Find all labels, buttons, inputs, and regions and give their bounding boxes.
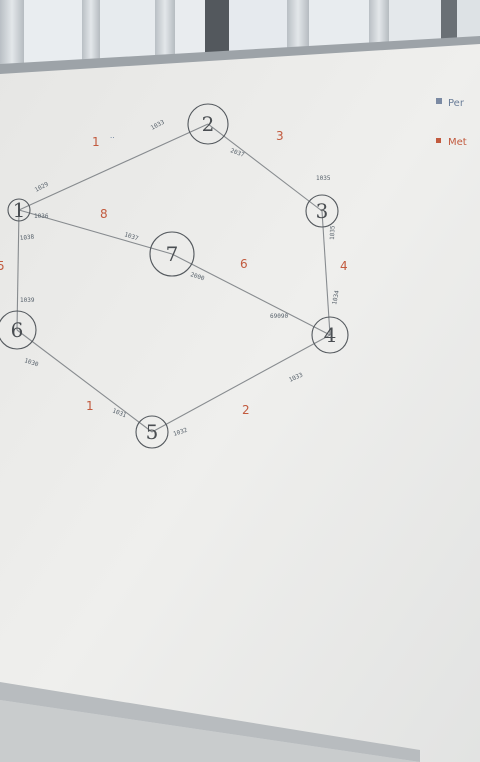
edge-5-4 — [151, 334, 331, 433]
edge-2-3 — [207, 123, 323, 212]
node-label-6: 6 — [11, 318, 24, 342]
node-4: 4 — [311, 316, 349, 354]
node-label-3: 3 — [316, 199, 329, 223]
graph-edges — [16, 123, 331, 433]
stray-mark: ·· — [110, 134, 114, 142]
port-label-1-6-1: 1039 — [20, 297, 35, 304]
node-7: 7 — [149, 231, 195, 277]
port-label-2-3-0: 2037 — [229, 147, 245, 159]
port-label-1-7-0: 1036 — [34, 213, 49, 220]
edge-weight-1-6: 5 — [0, 259, 5, 273]
edge-3-4 — [321, 210, 331, 336]
legend-swatch-blue — [436, 98, 442, 104]
port-label-1-6-0: 1038 — [19, 233, 34, 242]
edge-1-7 — [18, 209, 173, 255]
node-circle-6 — [0, 310, 37, 350]
port-label-3-4-0: 1035 — [329, 225, 337, 240]
edge-weight-2-3: 3 — [276, 129, 284, 143]
node-label-4: 4 — [324, 323, 337, 347]
edge-1-6 — [16, 209, 20, 331]
port-label-2-3-1: 1035 — [316, 175, 331, 182]
node-circle-3 — [305, 194, 339, 228]
edge-7-4 — [171, 253, 331, 336]
board-frame-top — [0, 36, 480, 76]
legend-item-per: Per — [448, 98, 465, 109]
edge-weights: 1 3 4 8 6 5 1 2 — [0, 129, 348, 417]
node-1: 1 — [7, 198, 31, 222]
legend-item-met: Met — [448, 137, 467, 148]
edge-1-2 — [18, 123, 209, 211]
board-tray — [0, 682, 420, 762]
node-label-1: 1 — [13, 198, 26, 222]
node-label-2: 2 — [202, 112, 215, 136]
node-circle-1 — [7, 198, 31, 222]
node-label-7: 7 — [166, 242, 179, 266]
edge-weight-3-4: 4 — [340, 259, 348, 273]
port-label-1-7-1: 1037 — [123, 231, 139, 242]
node-3: 3 — [305, 194, 339, 228]
port-label-7-4-0: 2000 — [189, 271, 205, 282]
port-label-6-5-0: 1030 — [23, 357, 39, 368]
window-curtains — [0, 0, 480, 80]
node-2: 2 — [187, 103, 229, 145]
floor — [0, 700, 420, 762]
edge-weight-5-4: 2 — [242, 403, 250, 417]
legend-swatch-red — [436, 138, 441, 143]
node-6: 6 — [0, 310, 37, 350]
edge-weight-7-4: 6 — [240, 257, 248, 271]
port-label-5-4-0: 1032 — [172, 427, 188, 438]
whiteboard-surface — [0, 44, 480, 762]
edge-weight-1-2: 1 — [92, 135, 100, 149]
graph-nodes: 1 2 3 4 5 6 7 — [0, 103, 349, 449]
legend: Per Met — [436, 98, 467, 148]
node-circle-4 — [311, 316, 349, 354]
edge-weight-6-5: 1 — [86, 399, 94, 413]
node-circle-2 — [187, 103, 229, 145]
node-5: 5 — [135, 415, 169, 449]
edge-6-5 — [16, 329, 153, 433]
node-circle-7 — [149, 231, 195, 277]
port-label-3-4-1: 1034 — [331, 289, 341, 305]
node-label-5: 5 — [146, 420, 159, 444]
edge-weight-1-7: 8 — [100, 207, 108, 221]
port-labels: 1029103320371035103510341036103720006909… — [19, 119, 341, 438]
port-label-7-4-1: 69090 — [270, 313, 288, 320]
node-circle-5 — [135, 415, 169, 449]
